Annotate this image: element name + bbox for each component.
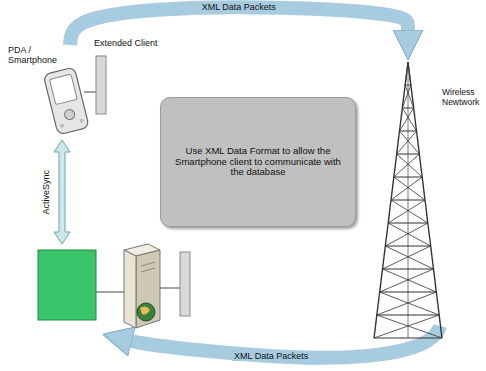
tower-brace	[380, 292, 440, 315]
device-node: PDA / Smartphone	[8, 45, 92, 135]
box-text: Use XML Data Format to allow the Smartph…	[171, 146, 345, 179]
tower-rung	[394, 177, 422, 178]
wire	[96, 291, 124, 292]
sync-arrow	[54, 140, 70, 244]
client-bar	[96, 56, 106, 114]
tower-brace	[400, 108, 414, 131]
database-block	[38, 250, 96, 320]
tower-brace	[402, 108, 416, 131]
tower-brace	[388, 200, 425, 223]
band-label: XML Data Packets	[232, 351, 310, 361]
tower-brace	[377, 292, 437, 315]
tower-brace	[380, 269, 434, 292]
wire	[160, 287, 180, 288]
tower-brace	[391, 177, 422, 200]
wire	[84, 91, 96, 92]
phone-button	[64, 108, 76, 120]
tower-brace	[400, 131, 420, 154]
tower-rung	[402, 108, 413, 109]
tower-brace	[377, 315, 442, 338]
client-node: Extended Client	[94, 38, 160, 116]
globe-land	[140, 306, 150, 314]
tower-brace	[385, 246, 433, 269]
tower-rung	[388, 223, 428, 224]
node-label: PDA / Smartphone	[8, 45, 64, 66]
link-label: ActiveSync	[41, 170, 51, 215]
process-box: Use XML Data Format to allow the Smartph…	[160, 97, 356, 227]
tower-rung	[397, 154, 420, 155]
tower-brace	[397, 154, 423, 177]
tower-rung	[383, 269, 434, 270]
tower-rung	[374, 338, 442, 339]
phone-key	[79, 118, 84, 123]
server-side	[136, 250, 160, 328]
phone-body	[43, 67, 89, 135]
tower-rung	[391, 200, 425, 201]
tower-rung	[380, 292, 437, 293]
node-label: Wireless Newtwork	[442, 88, 482, 108]
tower-brace	[383, 246, 431, 269]
network-node: Wireless Newtwork	[366, 62, 482, 342]
tower-brace	[391, 200, 428, 223]
tower-brace	[394, 154, 420, 177]
globe	[137, 303, 155, 321]
tower-brace	[374, 315, 439, 338]
server-icon	[124, 244, 160, 328]
tower-brace	[394, 177, 425, 200]
phone-screen	[50, 74, 78, 105]
radio-tower	[374, 62, 442, 338]
phone-key	[60, 123, 65, 128]
server-front	[124, 250, 136, 328]
tower-brace	[397, 131, 417, 154]
server-bar	[180, 252, 190, 316]
server-slot	[141, 262, 155, 266]
tower-brace	[408, 62, 411, 85]
node-label: Extended Client	[94, 38, 158, 48]
tower-rung	[385, 246, 430, 247]
tower-brace	[402, 85, 411, 108]
tower-brace	[405, 62, 408, 85]
tower-rung	[377, 315, 439, 316]
phone-icon	[43, 67, 89, 135]
edge-label: XML Data Packets	[200, 2, 278, 12]
tower-brace	[388, 223, 431, 246]
tower-brace	[383, 269, 437, 292]
tower-rung	[405, 85, 411, 86]
server-slot	[141, 268, 155, 272]
tower-brace	[385, 223, 428, 246]
tower-rung	[400, 131, 417, 132]
